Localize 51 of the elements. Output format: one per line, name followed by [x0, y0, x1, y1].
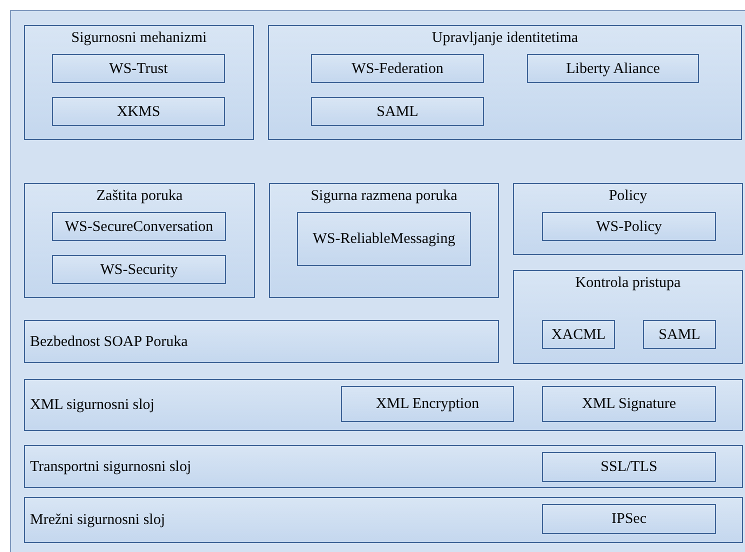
standard-box — [341, 386, 514, 422]
group-heading: Zaštita poruka — [96, 187, 183, 205]
standard-label: WS-Policy — [596, 218, 662, 236]
standard-label: XACML — [551, 326, 606, 344]
layer-label: Transportni sigurnosni sloj — [30, 458, 192, 476]
layer-band — [24, 497, 743, 543]
group-heading: Upravljanje identitetima — [432, 29, 578, 47]
layer-band — [24, 379, 743, 431]
standard-label: WS-ReliableMessaging — [312, 230, 456, 248]
layer-label: XML sigurnosni sloj — [30, 396, 154, 414]
group-box — [269, 183, 499, 298]
standard-label: XML Signature — [582, 395, 676, 413]
standard-label: Liberty Aliance — [566, 60, 660, 78]
group-box — [268, 25, 742, 140]
group-box — [24, 25, 254, 140]
standard-box — [542, 504, 716, 534]
standard-box — [542, 386, 716, 422]
standard-box — [52, 54, 225, 83]
standard-label: WS-Federation — [352, 60, 444, 78]
standard-label: IPSec — [612, 510, 646, 528]
standard-box — [52, 255, 226, 284]
layer-label: Mrežni sigurnosni sloj — [30, 511, 165, 529]
layer-band — [24, 320, 499, 363]
standard-box — [527, 54, 699, 83]
standard-box — [311, 97, 484, 126]
standard-box — [542, 452, 716, 482]
group-box — [513, 183, 743, 255]
standard-box — [52, 97, 225, 126]
standard-label: SAML — [658, 326, 700, 344]
standard-label: WS-Trust — [109, 60, 168, 78]
layer-band — [24, 445, 743, 488]
standard-label: WS-SecureConversation — [64, 218, 214, 236]
standard-box — [542, 320, 615, 349]
group-heading: Sigurna razmena poruka — [310, 187, 458, 205]
diagram-background — [10, 10, 745, 552]
group-box — [513, 270, 743, 364]
standard-box — [52, 212, 226, 241]
standard-label: SSL/TLS — [600, 458, 658, 476]
standard-box — [311, 54, 484, 83]
layer-label: Bezbednost SOAP Poruka — [30, 332, 188, 350]
standard-box — [297, 212, 471, 266]
standard-label: WS-Security — [100, 260, 178, 278]
standard-label: XML Encryption — [376, 395, 480, 413]
group-box — [24, 183, 255, 298]
group-heading: Sigurnosni mehanizmi — [71, 29, 207, 47]
group-heading: Kontrola pristupa — [575, 274, 681, 292]
standard-label: XKMS — [116, 102, 160, 120]
standard-label: SAML — [376, 102, 418, 120]
group-heading: Policy — [608, 187, 648, 205]
standard-box — [643, 320, 716, 349]
standard-box — [542, 212, 716, 241]
